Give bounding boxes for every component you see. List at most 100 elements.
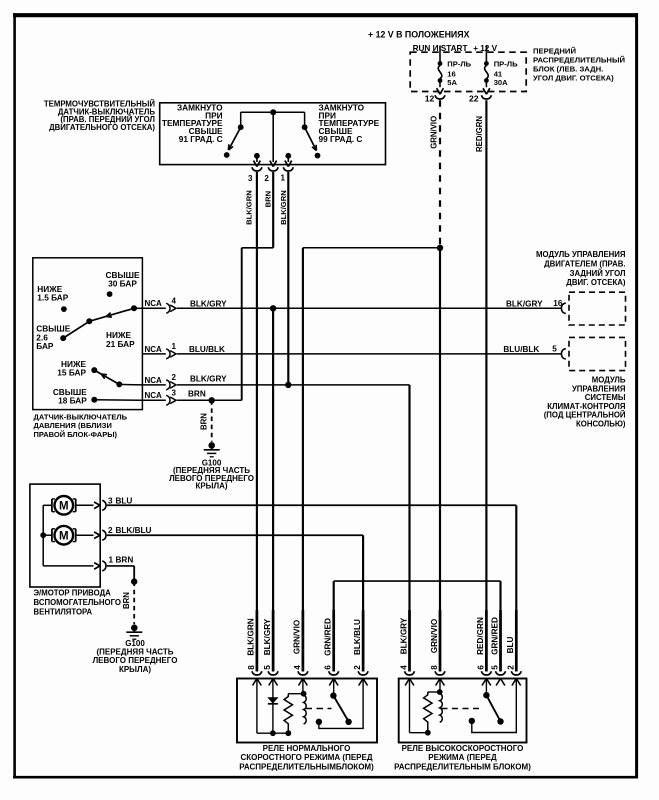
svg-text:ЛЕВОГО ПЕРЕДНЕГО: ЛЕВОГО ПЕРЕДНЕГО (169, 474, 254, 483)
svg-text:30 БАР: 30 БАР (108, 279, 137, 289)
svg-text:NCA: NCA (145, 376, 163, 385)
svg-text:СКОРОСТНОГО РЕЖИМА (ПЕРЕД: СКОРОСТНОГО РЕЖИМА (ПЕРЕД (240, 753, 372, 762)
svg-text:(ПОД ЦЕНТРАЛЬНОЙ: (ПОД ЦЕНТРАЛЬНОЙ (544, 411, 626, 420)
svg-text:СВЫШЕ: СВЫШЕ (53, 387, 87, 397)
svg-text:21 БАР: 21 БАР (106, 339, 135, 349)
svg-text:6: 6 (324, 665, 333, 670)
svg-text:РЕЛЕ ВЫСОКОСКОРОСТНОГО: РЕЛЕ ВЫСОКОСКОРОСТНОГО (402, 744, 524, 753)
svg-text:NCA: NCA (145, 391, 163, 400)
svg-text:МОДУЛЬ УПРАВЛЕНИЯ: МОДУЛЬ УПРАВЛЕНИЯ (536, 250, 626, 259)
svg-text:ДАТЧИК-ВЫКЛЮЧАТЕЛЬ: ДАТЧИК-ВЫКЛЮЧАТЕЛЬ (58, 107, 156, 116)
svg-text:BLK/GRY: BLK/GRY (190, 374, 227, 383)
svg-text:M: M (59, 501, 69, 513)
svg-text:СВЫШЕ: СВЫШЕ (106, 270, 140, 280)
svg-text:4: 4 (400, 665, 409, 670)
svg-text:BLK/GRY: BLK/GRY (506, 300, 543, 309)
svg-text:BLU/BLK: BLU/BLK (503, 345, 539, 354)
svg-text:ЗАМКНУТО: ЗАМКНУТО (177, 103, 223, 113)
svg-text:1: 1 (281, 174, 286, 183)
svg-text:30A: 30A (494, 78, 508, 87)
svg-text:2: 2 (506, 665, 515, 670)
svg-text:(ПЕРЕДНЯЯ ЧАСТЬ: (ПЕРЕДНЯЯ ЧАСТЬ (96, 648, 173, 657)
svg-text:ПРИ: ПРИ (205, 110, 222, 120)
svg-text:99 ГРАД. С: 99 ГРАД. С (319, 134, 363, 144)
svg-text:4: 4 (293, 665, 302, 670)
svg-text:BLU/BLK: BLU/BLK (189, 345, 225, 354)
svg-text:4: 4 (172, 296, 177, 305)
svg-text:15 БАР: 15 БАР (57, 368, 86, 378)
svg-text:МОДУЛЬ: МОДУЛЬ (592, 376, 626, 385)
svg-text:BLK/BLU: BLK/BLU (116, 526, 152, 535)
svg-text:ПРАВОЙ БЛОК-ФАРЫ): ПРАВОЙ БЛОК-ФАРЫ) (34, 430, 118, 439)
svg-text:22: 22 (469, 94, 479, 104)
svg-text:BLK/GRN: BLK/GRN (279, 190, 288, 225)
svg-text:(ПРАВ. ПЕРЕДНИЙ УГОЛ: (ПРАВ. ПЕРЕДНИЙ УГОЛ (60, 115, 155, 124)
svg-text:ДАТЧИК-ВЫКЛЮЧАТЕЛЬ: ДАТЧИК-ВЫКЛЮЧАТЕЛЬ (34, 412, 128, 421)
svg-text:1.5 БАР: 1.5 БАР (37, 293, 68, 303)
svg-text:ЛЕВОГО ПЕРЕДНЕГО: ЛЕВОГО ПЕРЕДНЕГО (93, 656, 178, 665)
svg-text:(ПЕРЕДНЯЯ ЧАСТЬ: (ПЕРЕДНЯЯ ЧАСТЬ (173, 466, 250, 475)
svg-text:RED/GRN: RED/GRN (475, 116, 484, 152)
svg-text:ДВИГАТЕЛЬНОГО ОТСЕКА): ДВИГАТЕЛЬНОГО ОТСЕКА) (49, 123, 155, 132)
svg-text:NCA: NCA (145, 345, 163, 354)
svg-text:M: M (59, 530, 69, 542)
svg-text:УПРАВЛЕНИЯ: УПРАВЛЕНИЯ (572, 384, 626, 393)
svg-text:ТЕМПЕРАТУРЕ: ТЕМПЕРАТУРЕ (162, 118, 223, 128)
svg-text:3: 3 (248, 174, 253, 183)
svg-text:1: 1 (109, 556, 114, 565)
svg-text:ДАВЛЕНИЯ (ВБЛИЗИ: ДАВЛЕНИЯ (ВБЛИЗИ (34, 421, 112, 430)
svg-text:СВЫШЕ: СВЫШЕ (319, 126, 353, 136)
svg-text:BLK/GRY: BLK/GRY (190, 299, 227, 308)
svg-text:5: 5 (491, 665, 500, 670)
svg-text:БЛОК (ЛЕВ. ЗАДН.: БЛОК (ЛЕВ. ЗАДН. (533, 64, 603, 73)
svg-text:ВСПОМОГАТЕЛЬНОГО: ВСПОМОГАТЕЛЬНОГО (34, 598, 121, 607)
svg-text:ДВИГ. ОТСЕКА): ДВИГ. ОТСЕКА) (566, 278, 626, 287)
svg-text:BLK/GRY: BLK/GRY (263, 618, 272, 655)
svg-text:СВЫШЕ: СВЫШЕ (189, 126, 223, 136)
svg-text:СИСТЕМЫ: СИСТЕМЫ (585, 393, 626, 402)
svg-text:ТЕМПЕРАТУРЕ: ТЕМПЕРАТУРЕ (319, 118, 380, 128)
svg-text:РАСПРЕДЕЛИТЕЛЬНЫМБЛОКОМ): РАСПРЕДЕЛИТЕЛЬНЫМБЛОКОМ) (239, 762, 374, 771)
svg-text:RED/GRN: RED/GRN (476, 617, 485, 655)
svg-text:2: 2 (353, 665, 362, 670)
svg-text:БАР: БАР (36, 341, 54, 351)
svg-text:BLU: BLU (506, 637, 515, 654)
svg-text:КОНСОЛЬЮ): КОНСОЛЬЮ) (576, 420, 626, 429)
svg-text:G100: G100 (125, 639, 145, 648)
svg-text:+ 12 V В ПОЛОЖЕНИЯХ: + 12 V В ПОЛОЖЕНИЯХ (368, 30, 470, 40)
svg-text:РЕЖИМА (ПЕРЕД: РЕЖИМА (ПЕРЕД (428, 753, 497, 762)
svg-text:РАСПРЕДЕЛИТЕЛЬНЫЙ: РАСПРЕДЕЛИТЕЛЬНЫЙ (533, 55, 625, 64)
svg-text:НИЖЕ: НИЖЕ (61, 359, 86, 369)
svg-text:BLK/BLU: BLK/BLU (353, 619, 362, 655)
svg-text:+ 12 V: + 12 V (473, 44, 497, 53)
svg-text:BLK/GRN: BLK/GRN (244, 190, 253, 225)
svg-text:BRN: BRN (116, 556, 134, 565)
svg-text:ПР-ЛЬ: ПР-ЛЬ (447, 60, 471, 69)
svg-text:КЛИМАТ-КОНТРОЛЯ: КЛИМАТ-КОНТРОЛЯ (547, 402, 626, 411)
svg-text:GRN/VIO: GRN/VIO (430, 618, 439, 653)
svg-text:2: 2 (264, 174, 269, 183)
svg-text:GRN/VIO: GRN/VIO (293, 619, 302, 654)
svg-text:GRN/RED: GRN/RED (490, 617, 499, 655)
svg-text:16: 16 (553, 299, 563, 308)
svg-text:5: 5 (552, 344, 557, 353)
svg-text:ВЕНТИЛЯТОРА: ВЕНТИЛЯТОРА (34, 608, 93, 617)
svg-text:ЗАМКНУТО: ЗАМКНУТО (319, 103, 365, 113)
svg-text:GRN/RED: GRN/RED (324, 618, 333, 656)
svg-text:91 ГРАД. С: 91 ГРАД. С (179, 134, 223, 144)
svg-text:СВЫШЕ: СВЫШЕ (36, 324, 70, 334)
svg-text:1: 1 (172, 342, 177, 351)
svg-text:BRN: BRN (188, 390, 206, 399)
svg-text:5A: 5A (447, 78, 457, 87)
svg-text:16: 16 (447, 69, 455, 78)
svg-text:РЕЛЕ НОРМАЛЬНОГО: РЕЛЕ НОРМАЛЬНОГО (263, 744, 351, 753)
svg-text:ПЕРЕДНИЙ: ПЕРЕДНИЙ (533, 46, 576, 55)
svg-text:НИЖЕ: НИЖЕ (37, 284, 62, 294)
svg-text:5: 5 (263, 665, 272, 670)
svg-text:BRN: BRN (122, 592, 131, 609)
svg-text:КРЫЛА): КРЫЛА) (195, 482, 227, 491)
svg-text:3: 3 (172, 388, 177, 397)
svg-text:ТЕМРМОЧУВСТВИТЕЛЬНЫЙ: ТЕМРМОЧУВСТВИТЕЛЬНЫЙ (44, 100, 156, 109)
svg-text:BLK/GRY: BLK/GRY (399, 617, 408, 654)
svg-text:8: 8 (247, 665, 256, 670)
